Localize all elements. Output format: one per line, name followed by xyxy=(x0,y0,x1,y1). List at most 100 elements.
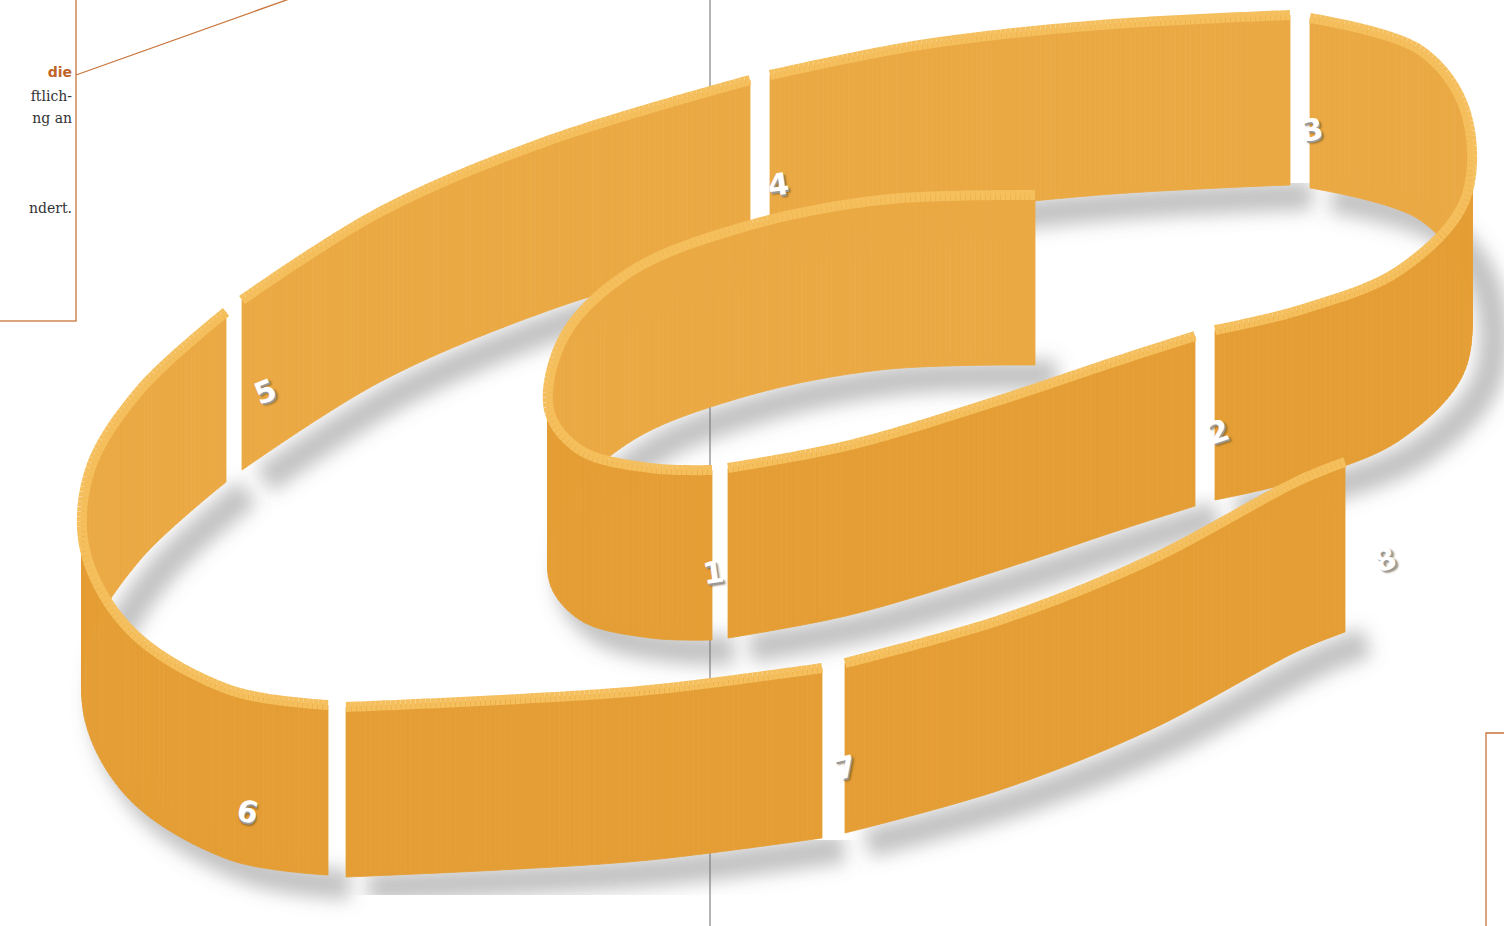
band-face xyxy=(926,422,931,593)
band-face xyxy=(346,229,350,402)
band-slice xyxy=(1334,23,1339,194)
band-slice xyxy=(978,405,983,577)
band-face xyxy=(1162,345,1167,517)
band-slice xyxy=(1440,233,1443,407)
band-slice xyxy=(1322,469,1327,641)
band-face xyxy=(840,446,845,617)
band-rim xyxy=(716,88,721,89)
band-face xyxy=(935,196,940,366)
band-face xyxy=(1368,285,1373,457)
band-slice xyxy=(300,258,304,431)
band-rim xyxy=(721,87,726,88)
band-slice xyxy=(1030,389,1035,561)
band-slice xyxy=(626,114,631,285)
band-face xyxy=(1406,263,1410,436)
band-rim xyxy=(752,458,757,469)
band-slice xyxy=(1444,229,1447,403)
band-slice xyxy=(1250,16,1255,186)
band-face xyxy=(830,448,835,619)
band-face xyxy=(869,439,874,610)
band-rim xyxy=(888,433,893,434)
band-face xyxy=(1326,301,1331,472)
band-rim xyxy=(960,191,965,201)
band-face xyxy=(439,182,444,354)
band-face xyxy=(990,195,995,365)
band-face xyxy=(859,441,864,612)
band-slice xyxy=(1086,370,1091,542)
band-slice xyxy=(1349,26,1354,197)
band-face xyxy=(1124,357,1129,529)
band-slice xyxy=(1330,299,1335,471)
band-rim xyxy=(132,396,135,400)
band-rim xyxy=(1011,395,1016,397)
band-face xyxy=(1041,30,1046,200)
band-slice xyxy=(682,245,687,417)
band-slice xyxy=(576,447,580,620)
band-face xyxy=(512,152,517,324)
band-rim xyxy=(995,190,1000,200)
band-slice xyxy=(173,354,177,527)
band-rim xyxy=(540,142,545,144)
band-face xyxy=(986,35,991,206)
band-face xyxy=(1238,511,1242,683)
band-slice xyxy=(845,445,850,616)
band-slice xyxy=(917,45,922,216)
band-slice xyxy=(1320,20,1325,191)
band-face xyxy=(777,459,782,630)
band-rim xyxy=(466,170,471,172)
band-slice xyxy=(254,289,258,462)
band-face xyxy=(613,462,618,633)
band-rim xyxy=(576,447,580,450)
band-slice xyxy=(1171,342,1176,514)
band-face xyxy=(1302,308,1307,479)
band-face xyxy=(1016,393,1021,565)
band-rim xyxy=(630,113,635,114)
band-face xyxy=(937,42,942,213)
band-slice xyxy=(403,198,407,370)
band-rim xyxy=(1148,350,1153,352)
band-face xyxy=(1387,36,1392,208)
band-face xyxy=(597,123,602,294)
band-rim xyxy=(900,193,905,203)
band-slice xyxy=(729,230,734,401)
band-rim xyxy=(794,69,799,70)
band-face xyxy=(821,450,826,621)
band-slice xyxy=(512,152,517,324)
band-slice xyxy=(1254,321,1259,492)
band-face xyxy=(642,467,647,638)
band-slice xyxy=(135,392,138,566)
band-slice xyxy=(1210,18,1215,188)
band-face xyxy=(475,166,480,338)
shadow xyxy=(104,195,1494,887)
band-rim xyxy=(550,138,555,140)
band-rim xyxy=(321,245,325,248)
band-face xyxy=(871,201,876,372)
band-slice xyxy=(1447,225,1450,399)
band-rim xyxy=(258,286,262,289)
band-rim xyxy=(372,214,376,216)
band-rim xyxy=(117,416,120,420)
band-rim xyxy=(940,191,945,201)
band-rim xyxy=(706,237,711,239)
band-slice xyxy=(1044,384,1049,556)
band-face xyxy=(556,426,559,600)
band-rim xyxy=(1170,15,1175,25)
band-slice xyxy=(734,228,739,399)
band-slice xyxy=(965,195,970,365)
band-face xyxy=(262,283,266,456)
band-face xyxy=(407,196,411,368)
band-slice xyxy=(616,117,621,288)
band-slice xyxy=(796,455,801,626)
band-rim xyxy=(296,261,300,264)
band-face xyxy=(1096,25,1101,195)
band-face xyxy=(1076,27,1081,197)
band-face xyxy=(1220,18,1225,188)
band-slice xyxy=(640,110,645,281)
band-face xyxy=(1281,487,1285,659)
band-slice xyxy=(304,256,308,429)
band-face xyxy=(659,254,664,426)
band-slice xyxy=(931,420,936,591)
band-slice xyxy=(416,192,421,364)
band-slice xyxy=(1181,339,1186,511)
band-slice xyxy=(659,254,664,426)
